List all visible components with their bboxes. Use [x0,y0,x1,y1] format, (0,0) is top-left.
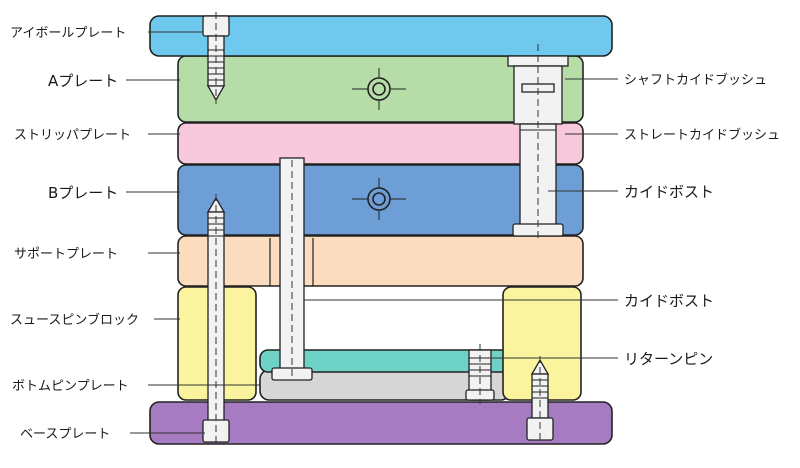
label-guide-post-lower: カイドボスト [624,292,714,310]
label-b-plate: Bプレート [48,184,118,202]
a-plate-dowel-hole [352,68,406,110]
label-a-plate: Aプレート [48,72,118,90]
stripper-plate [177,122,584,165]
label-bottom-pin-plate: ボトムピンプレート [12,379,129,394]
label-guide-post-upper: カイドボスト [624,183,714,201]
eye-bolt-plate [149,15,613,57]
right-socket-bolt [526,356,554,444]
center-guide-post [271,157,313,381]
label-support-plate: サポートプレート [14,247,118,262]
label-return-pin: リターンピン [624,350,713,368]
label-base-plate: ベースプレート [20,427,110,442]
return-pin [465,344,495,404]
guide-post-assembly [507,44,569,240]
label-shaft-guide-bush: シャフトカイドブッシュ [624,72,767,88]
label-straight-guide-bush: ストレートカイドブッシュ [624,127,780,143]
label-stripper-plate: ストリッパプレート [14,128,131,143]
long-socket-bolt [202,194,230,446]
support-plate [177,235,584,287]
top-socket-bolt [202,12,230,104]
b-plate-dowel-hole [352,178,406,220]
label-spacer-block: スュースピンブロック [10,312,139,328]
label-eye-bolt-plate: アイボールプレート [10,26,126,41]
base-plate [149,401,613,445]
